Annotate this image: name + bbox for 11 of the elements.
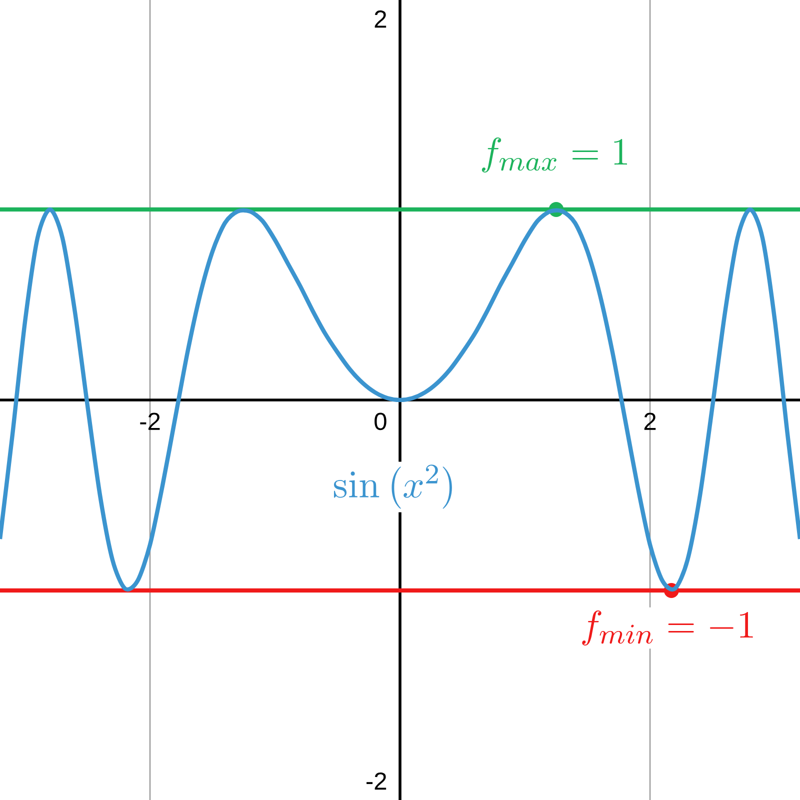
series-label: $f_{min}=-1$ (576, 607, 760, 649)
tick-label: -2 (366, 772, 386, 790)
legend-label: $f_{min}=-1$ (582, 610, 753, 646)
text: $\sin\left(x^{2}\right)$ (334, 464, 452, 509)
series-label: $f_{max}=1$ (482, 137, 627, 172)
series-label: $\sin\left(x^{2}\right)$ (329, 462, 461, 512)
tick-label: -2 (140, 412, 160, 430)
series-label: $f_{max}=1$ (476, 134, 634, 176)
origin-label: 0 (374, 412, 386, 430)
tick-label: 2 (644, 412, 656, 430)
tick-label: 2 (374, 10, 386, 28)
